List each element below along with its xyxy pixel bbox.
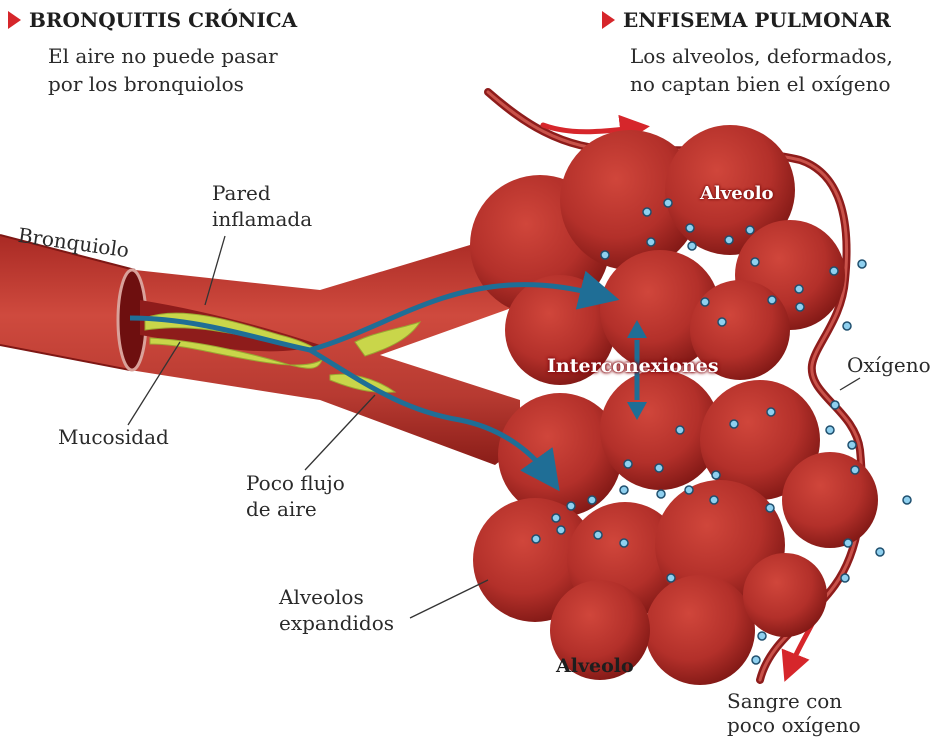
play-triangle-icon [8, 11, 21, 29]
label-alveolos-exp-line2: expandidos [279, 610, 394, 636]
label-mucosidad: Mucosidad [58, 424, 169, 450]
label-interconexiones: Interconexiones [547, 355, 719, 377]
label-alveolo-top: Alveolo [700, 183, 774, 204]
label-oxigeno: Oxígeno [847, 352, 931, 378]
play-triangle-icon [602, 11, 615, 29]
label-poco-flujo-line2: de aire [246, 496, 317, 522]
label-sangre-line2: poco oxígeno [727, 712, 861, 738]
alveoli-cluster-bottom [473, 370, 878, 685]
label-poco-flujo-line1: Poco flujo [246, 470, 345, 496]
bronquitis-desc-line1: El aire no puede pasar [48, 43, 278, 69]
enfisema-desc-line1: Los alveolos, deformados, [630, 43, 893, 69]
label-alveolo-bottom: Alveolo [556, 655, 634, 677]
section-title-enfisema: ENFISEMA PULMONAR [602, 8, 891, 32]
label-pared-line2: inflamada [212, 206, 312, 232]
bronquitis-title-text: BRONQUITIS CRÓNICA [29, 8, 297, 32]
section-title-bronquitis: BRONQUITIS CRÓNICA [8, 8, 297, 32]
label-sangre-line1: Sangre con [727, 688, 842, 714]
enfisema-desc-line2: no captan bien el oxígeno [630, 71, 891, 97]
label-pared-line1: Pared [212, 180, 271, 206]
alveoli-cluster-top [470, 125, 845, 385]
enfisema-title-text: ENFISEMA PULMONAR [623, 8, 891, 32]
label-alveolos-exp-line1: Alveolos [279, 584, 364, 610]
bronquitis-desc-line2: por los bronquiolos [48, 71, 244, 97]
